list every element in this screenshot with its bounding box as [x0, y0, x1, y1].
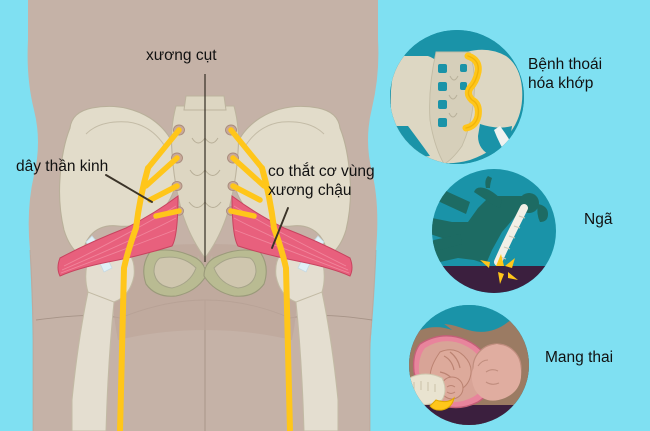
leader-lines: [105, 74, 289, 262]
label-nerve: dây thần kinh: [16, 158, 109, 175]
sciatic-nerve-descending: [117, 226, 293, 431]
label-pelvic-spasm: co thắt cơ vùng xương chậu: [268, 163, 375, 199]
label-fall: Ngã: [584, 211, 613, 228]
falling-person-silhouette: [432, 193, 538, 270]
callout-icon-pregnancy: [409, 305, 529, 425]
label-arthritis: Bệnh thoái hóa khớp: [528, 56, 603, 92]
ischium-pubis: [143, 249, 267, 297]
leader-line-spasm: [271, 207, 289, 249]
label-coccyx: xương cụt: [146, 47, 217, 64]
injured-spine-highlight: [494, 204, 528, 266]
label-pregnancy: Mang thai: [545, 349, 614, 366]
callout-icon-arthritis: [390, 30, 524, 164]
callout-icon-fall: [432, 169, 556, 293]
leader-line-nerve: [105, 174, 153, 203]
coccyx-highlight: [429, 396, 455, 411]
sciatic-nerve: [133, 127, 277, 231]
impact-sparks: [480, 254, 518, 284]
